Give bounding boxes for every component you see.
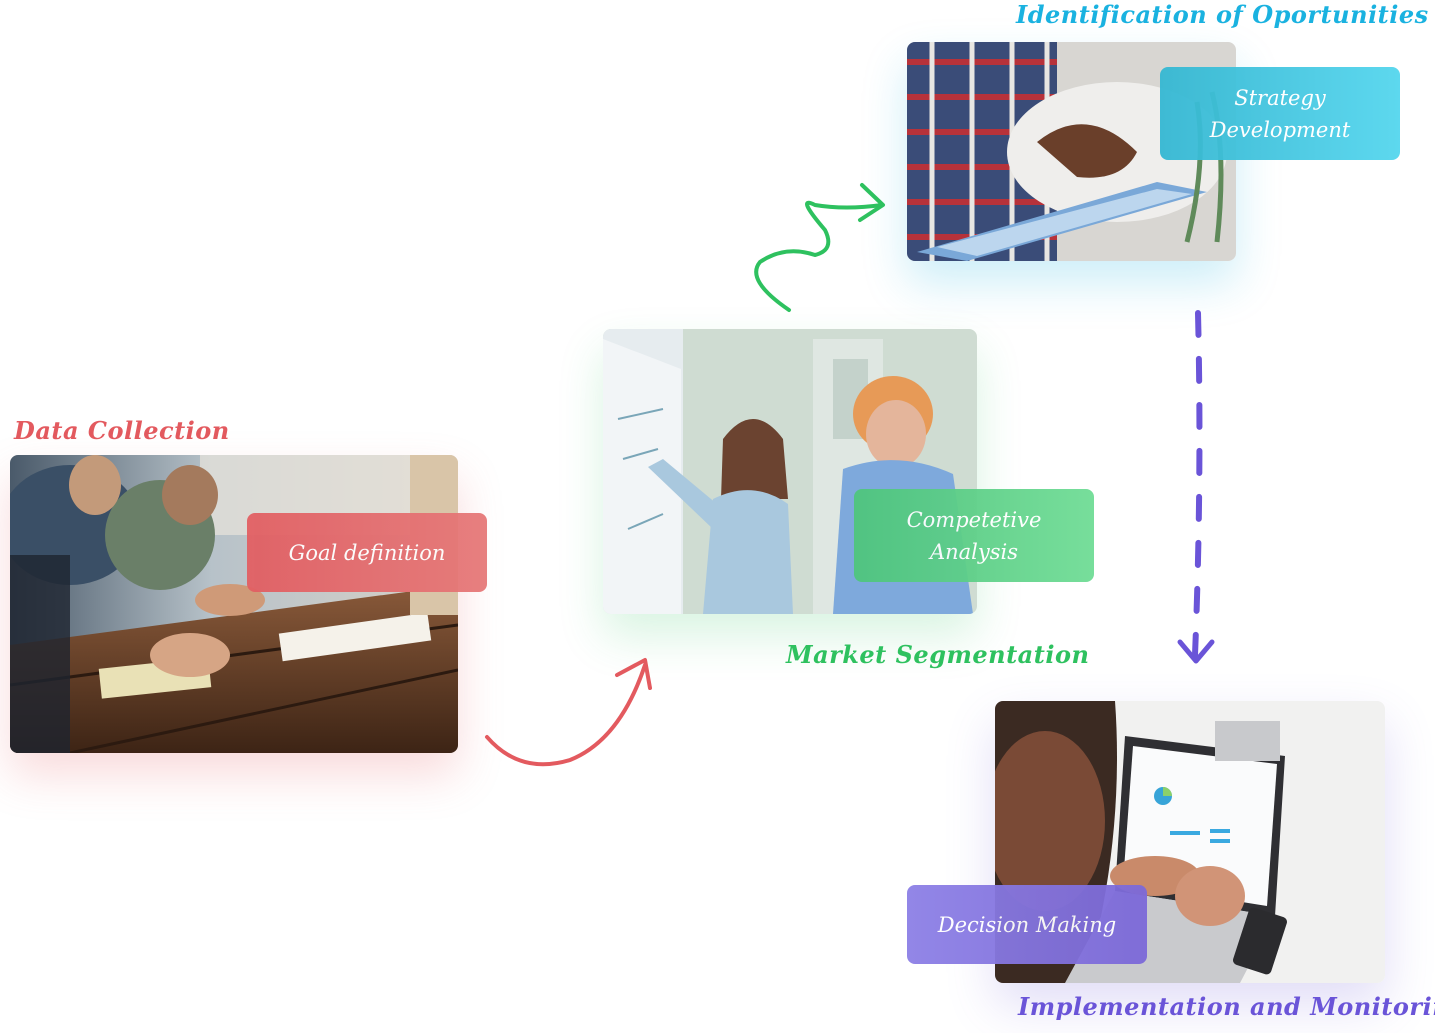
tablet-in-hands-photo [907,42,1236,261]
market-segmentation-title: Market Segmentation [786,640,1090,669]
identification-title: Identification of Oportunities [1016,0,1429,29]
implementation-title: Implementation and Monitoring [1018,992,1435,1021]
goal-definition-tag: Goal definition [247,513,487,592]
team-meeting-photo [10,455,458,753]
competetive-analysis-tag: Competetive Analysis [854,489,1094,582]
strategy-development-tag: Strategy Development [1160,67,1400,160]
decision-making-tag: Decision Making [907,885,1147,964]
data-collection-title: Data Collection [14,416,230,445]
